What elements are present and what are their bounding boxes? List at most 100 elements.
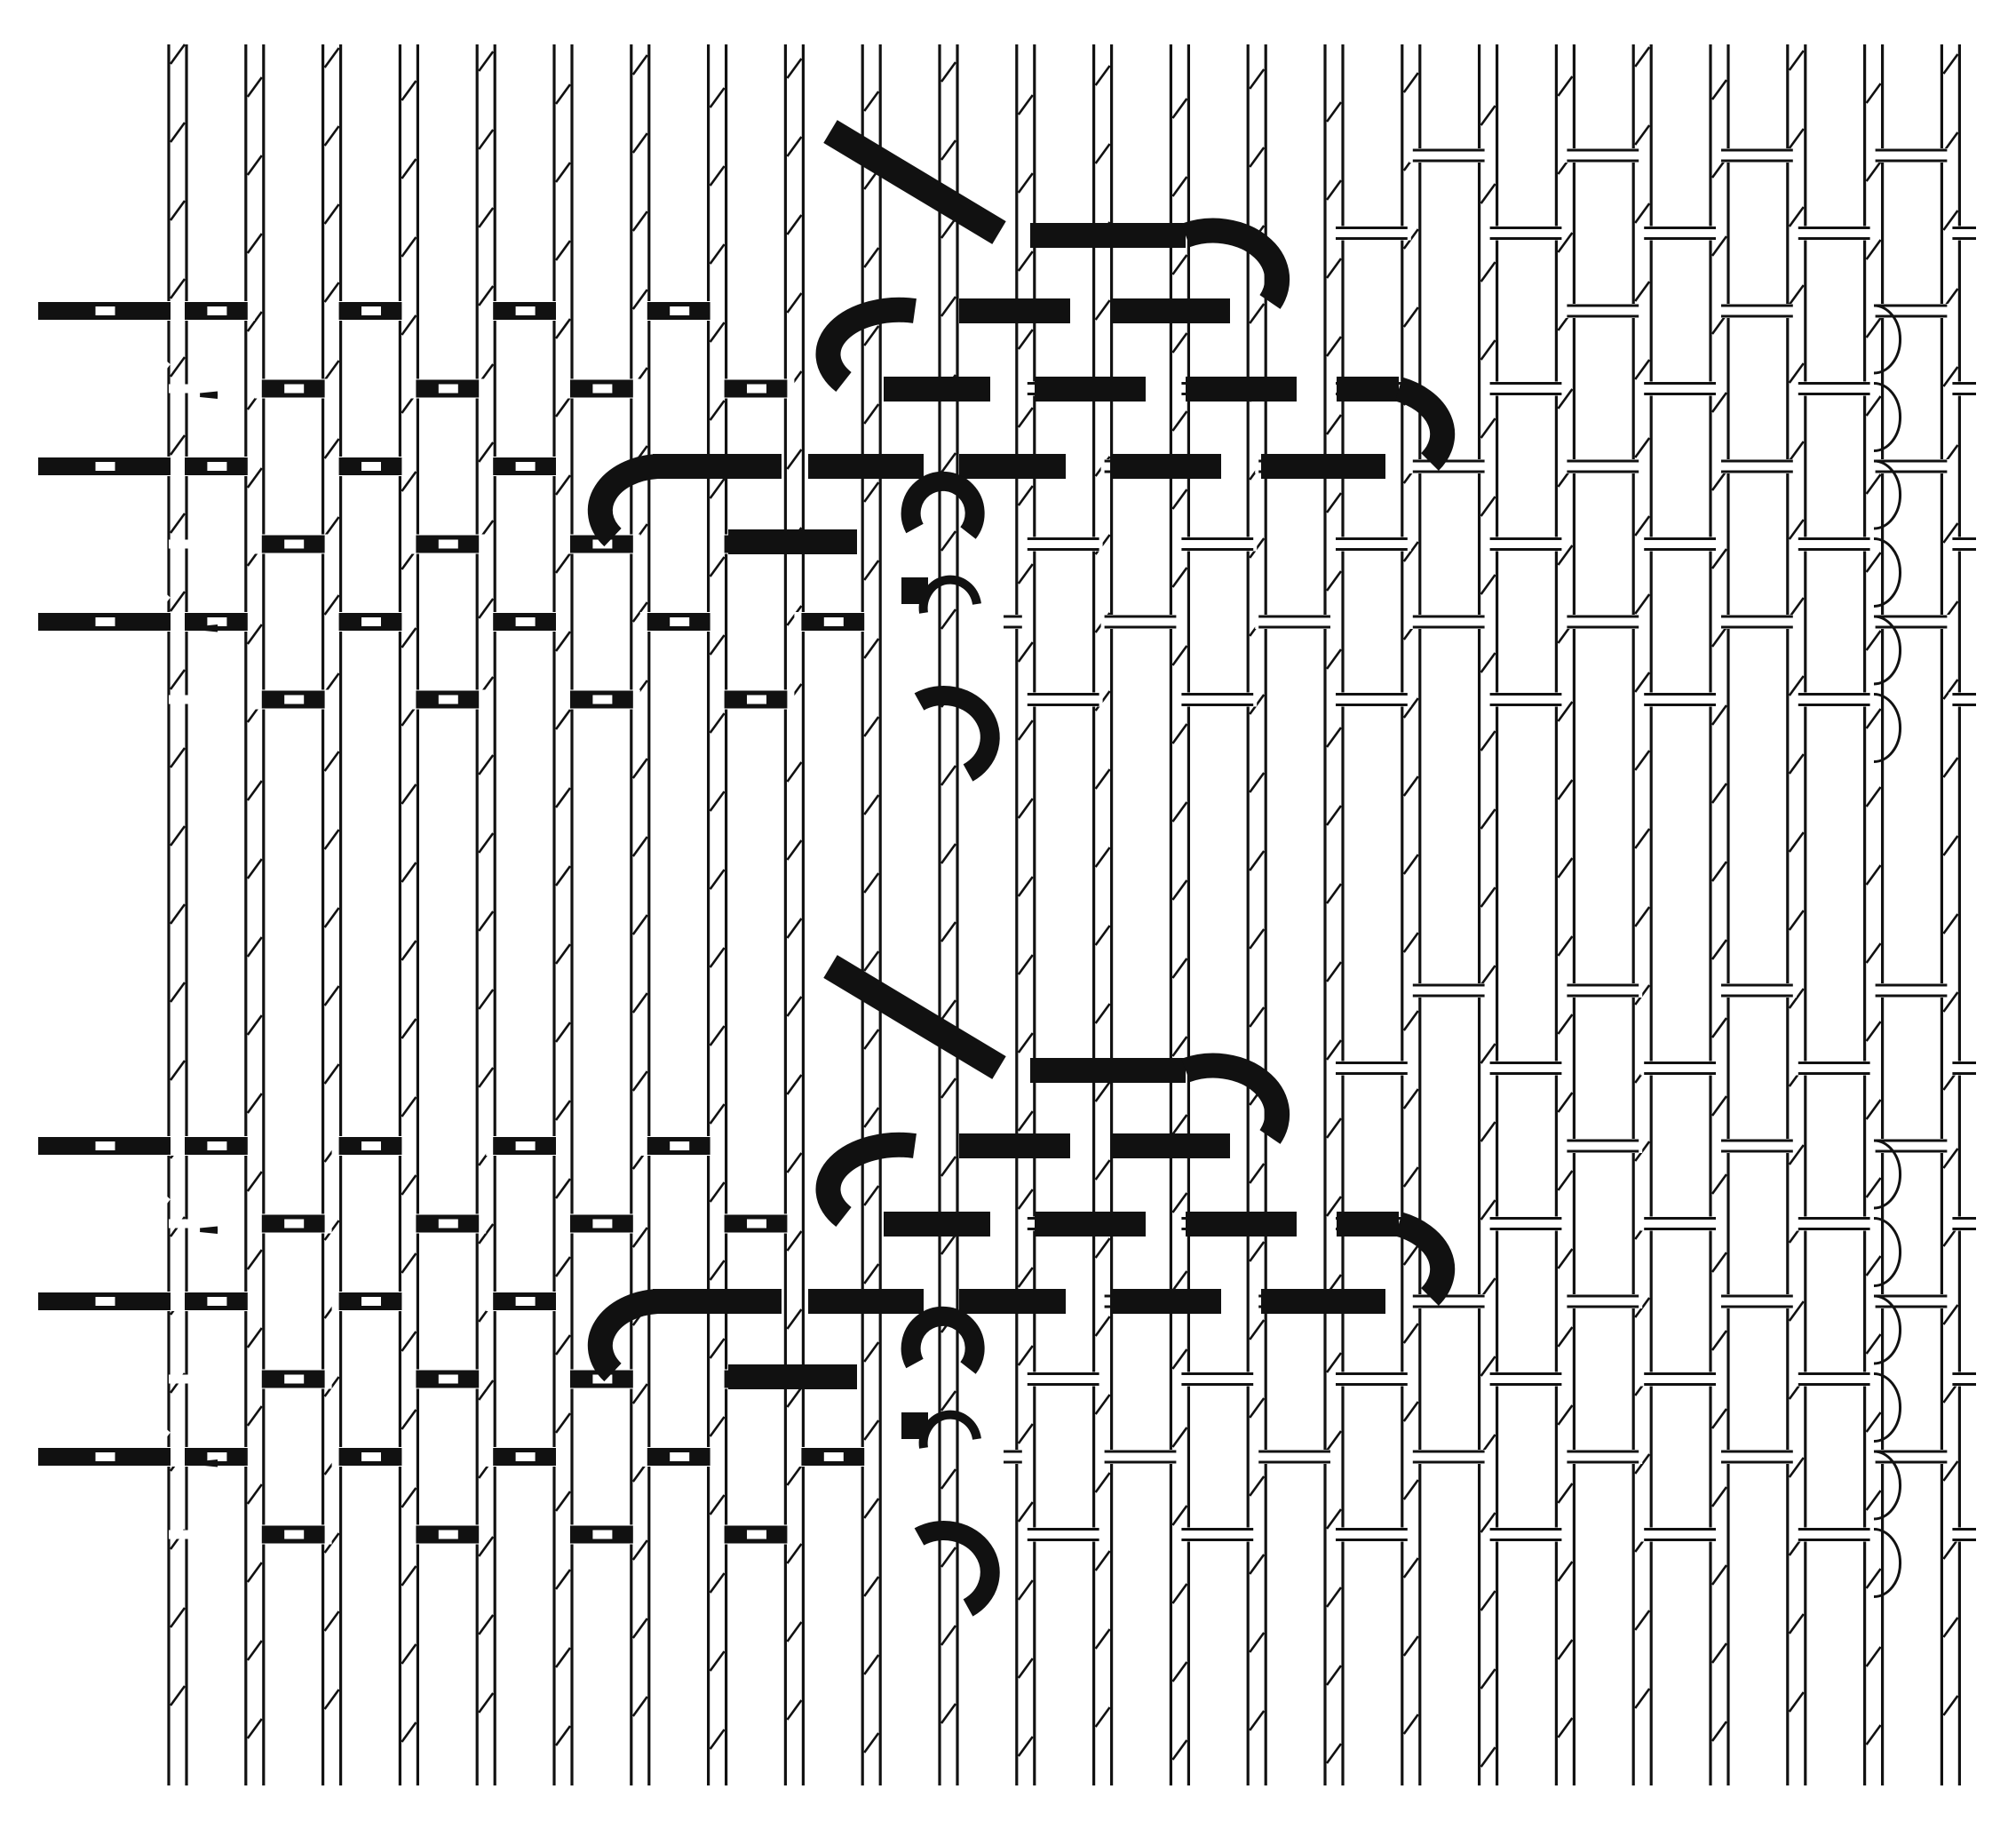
- weft-open-segment: [1949, 1528, 1980, 1542]
- weft-striped-segment: [640, 612, 718, 632]
- weft-open-segment: [1563, 1450, 1642, 1464]
- weft-striped-segment: [178, 1136, 255, 1156]
- weft-open-segment: [1563, 983, 1642, 998]
- weft-open-segment: [1101, 615, 1180, 629]
- weft-turn: [1874, 1374, 1901, 1442]
- weft-open-segment: [1409, 148, 1488, 163]
- weft-striped-segment: [332, 1136, 409, 1156]
- weft-open-segment: [1795, 1528, 1874, 1542]
- weft-striped-segment: [169, 540, 188, 549]
- weft-open-segment: [1795, 1372, 1874, 1387]
- warp-thread: [1480, 44, 1497, 1785]
- weft-open-segment: [1718, 983, 1797, 998]
- weft-open-segment: [1640, 537, 1719, 552]
- weft-open-segment: [1718, 459, 1797, 473]
- weft-striped-segment: [640, 1447, 718, 1467]
- weft-open-segment: [1409, 983, 1488, 998]
- weft-open-segment: [1949, 1372, 1980, 1387]
- warp-thread: [1402, 44, 1420, 1785]
- weft-striped-segment: [409, 535, 486, 554]
- weft-open-segment: [1563, 615, 1642, 629]
- weft-striped-segment: [178, 301, 255, 321]
- weft-striped-segment: [31, 1292, 178, 1311]
- weft-open-segment: [1872, 615, 1951, 629]
- weft-striped-segment: [255, 1214, 332, 1234]
- weft-striped-segment: [31, 612, 178, 632]
- weft-striped-segment: [255, 379, 332, 399]
- weft-open-segment: [1718, 1139, 1797, 1153]
- weft-striped-segment: [563, 690, 640, 710]
- weft-open-segment: [1487, 382, 1566, 396]
- weft-open-segment: [1024, 1528, 1103, 1542]
- weft-turn: [1874, 539, 1901, 607]
- weft-open-segment: [1409, 1450, 1488, 1464]
- weft-open-segment: [1024, 537, 1103, 552]
- weft-open-segment: [1332, 537, 1411, 552]
- weft-open-segment: [1640, 1528, 1719, 1542]
- weft-open-segment: [1949, 1062, 1980, 1076]
- weft-open-segment: [1718, 1294, 1797, 1308]
- weft-open-segment: [1640, 1372, 1719, 1387]
- weft-striped-segment: [31, 301, 178, 321]
- weft-striped-segment: [332, 612, 409, 632]
- warp-thread: [785, 44, 803, 1785]
- weft-open-segment: [1949, 1217, 1980, 1231]
- weft-open-segment: [1949, 382, 1980, 396]
- weft-striped-segment: [409, 1525, 486, 1545]
- weft-open-segment: [1718, 148, 1797, 163]
- weft-striped-segment: [332, 301, 409, 321]
- weft-open-segment: [1563, 1139, 1642, 1153]
- weft-open-segment: [1872, 459, 1951, 473]
- weft-striped-segment: [486, 1136, 563, 1156]
- weft-striped-segment: [178, 1292, 255, 1311]
- weft-open-segment: [1795, 227, 1874, 241]
- weft-open-segment: [1487, 1217, 1566, 1231]
- weft-striped-segment: [178, 457, 255, 476]
- weft-striped-segment: [563, 1525, 640, 1545]
- warp-thread: [1094, 44, 1112, 1785]
- weft-open-segment: [1640, 1062, 1719, 1076]
- weft-striped-segment: [255, 1370, 332, 1389]
- weft-open-segment: [1487, 1062, 1566, 1076]
- weft-striped-segment: [640, 301, 718, 321]
- weft-open-segment: [1487, 693, 1566, 707]
- weft-open-segment: [1178, 537, 1257, 552]
- weft-open-segment: [1563, 304, 1642, 318]
- weft-striped-segment: [332, 457, 409, 476]
- weft-striped-segment: [409, 1370, 486, 1389]
- weft-striped-segment: [563, 379, 640, 399]
- weft-open-segment: [1718, 615, 1797, 629]
- weft-open-segment: [1949, 227, 1980, 241]
- weft-open-segment: [1872, 1139, 1951, 1153]
- weft-striped-segment: [169, 696, 188, 704]
- weft-open-segment: [1872, 148, 1951, 163]
- weft-striped-segment: [31, 1136, 178, 1156]
- weft-striped-segment: [31, 457, 178, 476]
- weft-striped-segment: [409, 690, 486, 710]
- weft-open-segment: [1178, 693, 1257, 707]
- weft-striped-segment: [640, 1136, 718, 1156]
- weft-open-segment: [1000, 615, 1026, 629]
- weft-open-segment: [1949, 537, 1980, 552]
- weft-open-segment: [1487, 227, 1566, 241]
- weft-striped-segment: [332, 1292, 409, 1311]
- weft-striped-segment: [563, 1214, 640, 1234]
- weft-open-segment: [1332, 1062, 1411, 1076]
- weft-open-segment: [1795, 1217, 1874, 1231]
- weft-open-segment: [1101, 1450, 1180, 1464]
- weft-turn: [1874, 384, 1901, 451]
- weft-striped-segment: [486, 612, 563, 632]
- weft-turn: [1874, 695, 1901, 762]
- weft-open-segment: [1024, 1372, 1103, 1387]
- weft-striped-segment: [794, 1447, 871, 1467]
- weft-striped-segment: [486, 457, 563, 476]
- open-weft-area: [1000, 148, 1980, 1597]
- weft-striped-segment: [31, 1447, 178, 1467]
- warp-thread: [1325, 44, 1343, 1785]
- weft-open-segment: [1718, 304, 1797, 318]
- weft-striped-segment: [255, 690, 332, 710]
- weft-striped-segment: [332, 1447, 409, 1467]
- weft-open-segment: [1795, 1062, 1874, 1076]
- weft-open-segment: [1872, 304, 1951, 318]
- weft-open-segment: [1872, 1450, 1951, 1464]
